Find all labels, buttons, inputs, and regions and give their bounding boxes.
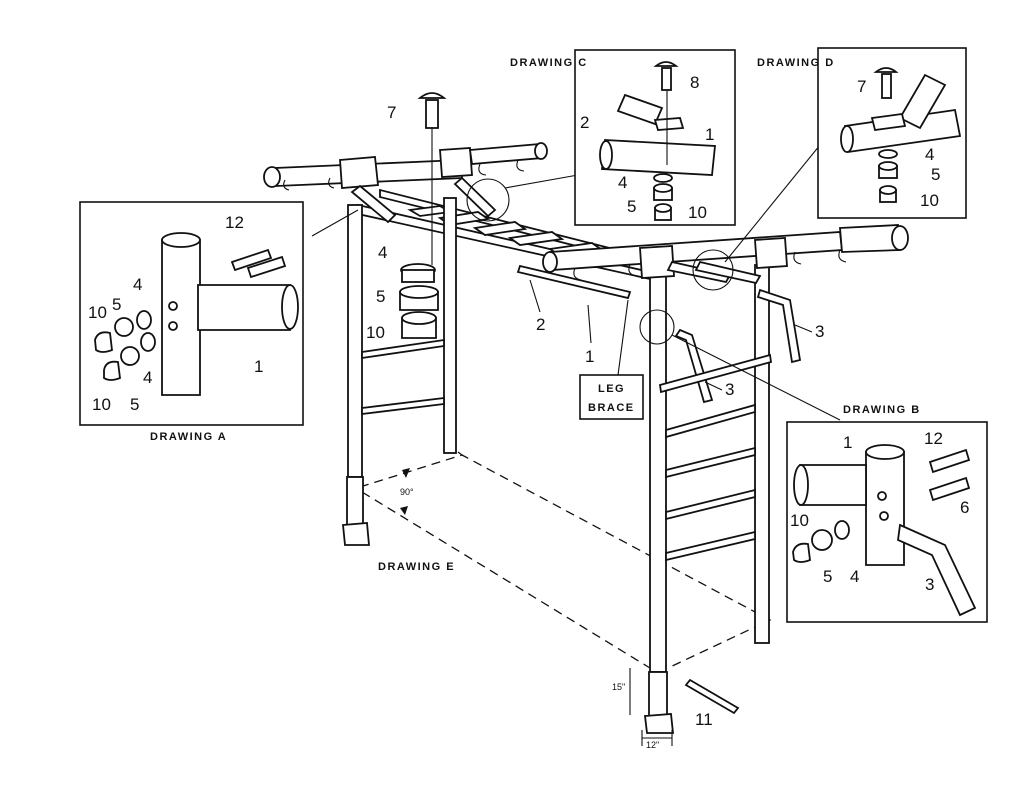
drawing-b-label-4: 4 [850,567,859,586]
drawing-d-label-5: 5 [931,165,940,184]
drawing-b [786,421,988,623]
drawing-c-label-4: 4 [618,173,627,192]
drawing-a-label-1: 1 [254,357,263,376]
drawing-a [79,201,304,426]
drawing-b-title: DRAWING B [843,404,921,416]
drawing-a-label-5-top: 5 [112,295,121,314]
drawing-c-label-10: 10 [688,203,707,222]
drawing-d [817,47,967,219]
main-hardware-stack [399,245,439,339]
main-frame [263,142,909,734]
drawing-a-label-12: 12 [225,213,244,232]
main-label-10: 10 [366,323,385,342]
main-label-3-upper: 3 [815,322,824,341]
drawing-c [574,49,736,226]
side-ladder-rungs [665,403,756,562]
main-label-1: 1 [585,347,594,366]
leg-brace-line2: BRACE [588,402,635,414]
drawing-c-title: DRAWING C [510,57,588,69]
drawing-c-label-8: 8 [690,73,699,92]
main-label-4: 4 [378,243,387,262]
main-bolt-7 [417,92,447,245]
drawing-e-title: DRAWING E [378,561,455,573]
drawing-b-label-1: 1 [843,433,852,452]
drawing-b-label-12: 12 [924,429,943,448]
drawing-d-label-10: 10 [920,191,939,210]
drawing-d-title: DRAWING D [757,57,835,69]
drawing-c-label-1: 1 [705,125,714,144]
drawing-b-label-3: 3 [925,575,934,594]
drawing-c-label-5: 5 [627,197,636,216]
main-label-11: 11 [695,710,713,729]
drawing-b-label-5: 5 [823,567,832,586]
main-label-3-lower: 3 [725,380,734,399]
drawing-b-label-6: 6 [960,498,969,517]
drawing-a-label-4-top: 4 [133,275,142,294]
drawing-e-dim-height: 15" [612,682,625,692]
drawing-a-label-5-bottom: 5 [130,395,139,414]
main-label-5: 5 [376,287,385,306]
drawing-a-title: DRAWING A [150,431,227,443]
drawing-a-label-4-bottom: 4 [143,368,152,387]
drawing-b-label-10: 10 [790,511,809,530]
drawing-e: DRAWING E 90° 15" 12" [378,468,673,750]
leg-brace-callout: LEG BRACE [579,299,644,420]
drawing-e-angle: 90° [400,487,414,497]
main-label-7: 7 [387,103,396,122]
drawing-a-label-10-top: 10 [88,303,107,322]
main-label-2: 2 [536,315,545,334]
drawing-d-label-7: 7 [857,77,866,96]
drawing-a-label-10-bottom: 10 [92,395,111,414]
drawing-c-label-2: 2 [580,113,589,132]
leg-brace-line1: LEG [598,383,625,395]
drawing-d-label-4: 4 [925,145,934,164]
drawing-e-dim-width: 12" [646,740,659,750]
